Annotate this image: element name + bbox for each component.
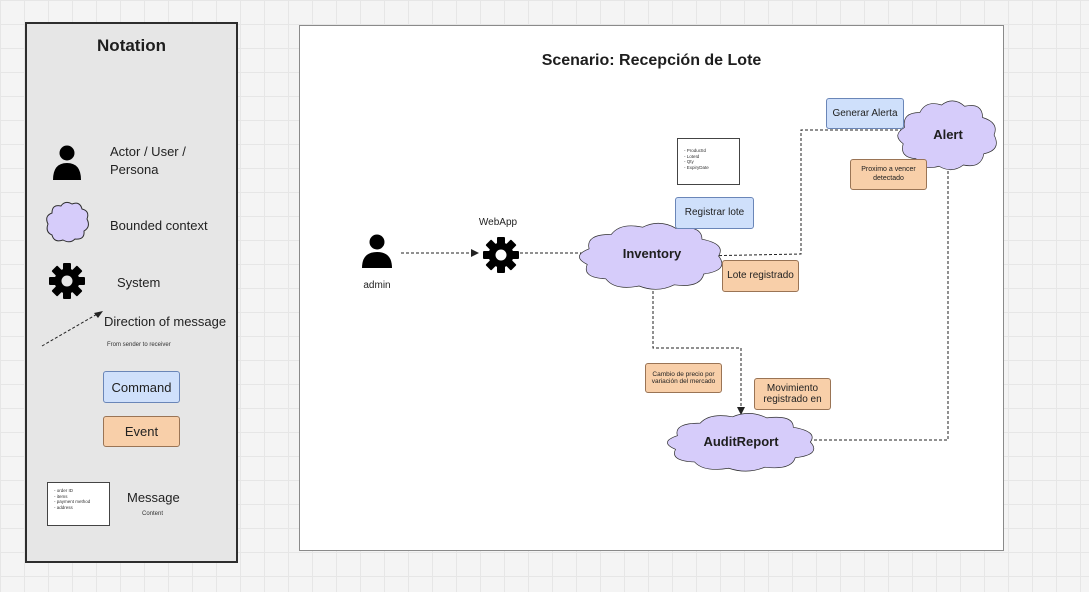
message-line: - ExpiryDate — [684, 164, 709, 170]
legend-message-line: - items — [54, 493, 68, 499]
legend-message-box: - order ID - items - payment method - ad… — [47, 482, 110, 526]
generar-alerta-command: Generar Alerta — [826, 98, 904, 129]
legend-message-line: - order ID — [54, 488, 74, 493]
notation-title: Notation — [97, 36, 166, 55]
arrow-alert-to-audit — [803, 166, 949, 444]
message-line: - LoteId — [684, 153, 700, 159]
legend-system-gear-icon — [49, 263, 85, 299]
notation-panel: Notation Actor / User / Persona Bounded … — [25, 22, 238, 563]
legend-context-icon — [46, 201, 89, 243]
arrow-inventory-to-audit — [652, 281, 745, 415]
legend-message-label: Message — [127, 490, 180, 505]
message-line: - Qty — [684, 159, 694, 164]
inventory-context-cloud — [579, 223, 722, 289]
admin-actor-icon — [362, 234, 392, 268]
webapp-gear-icon — [483, 237, 519, 273]
legend-system-label: System — [117, 275, 161, 290]
inventory-context-label: Inventory — [622, 246, 682, 261]
legend-context-label: Bounded context — [110, 218, 208, 233]
scenario-title: Scenario: Recepción de Lote — [541, 52, 762, 69]
auditreport-context-label: AuditReport — [703, 434, 779, 449]
webapp-system-label: WebApp — [478, 217, 518, 228]
admin-actor-label: admin — [363, 280, 391, 291]
flow-connectors — [362, 26, 1003, 550]
alert-context-label: Alert — [933, 127, 963, 142]
legend-direction-sub: From sender to receiver — [107, 342, 171, 348]
legend-command-sticky: Command — [103, 371, 180, 403]
legend-message-line: - address — [54, 504, 73, 510]
legend-event-sticky: Event — [103, 416, 180, 447]
registrar-message-box: - ProductId - LoteId - Qty - ExpiryDate — [677, 138, 740, 185]
lote-registrado-event: Lote registrado — [722, 260, 799, 292]
registrar-lote-command: Registrar lote — [675, 197, 754, 229]
alert-context-cloud — [898, 101, 997, 170]
legend-message-sub: Content — [142, 511, 164, 517]
scenario-canvas: Scenario: Recepción de Lote — [299, 25, 1004, 551]
legend-message-line: - payment method — [54, 499, 91, 504]
legend-direction-label: Direction of message — [104, 314, 227, 329]
legend-actor-icon — [49, 142, 85, 182]
proximo-vencer-event: Proximo a vencer detectado — [850, 159, 927, 190]
legend-actor-label: Actor / User / Persona — [110, 144, 186, 177]
movimiento-registrado-event: Movimiento registrado en — [754, 378, 831, 410]
message-line: - ProductId — [684, 148, 707, 153]
legend-direction-arrow-icon — [41, 311, 103, 347]
auditreport-context-cloud — [667, 413, 813, 471]
cambio-precio-event: Cambio de precio por variación del merca… — [645, 363, 722, 393]
